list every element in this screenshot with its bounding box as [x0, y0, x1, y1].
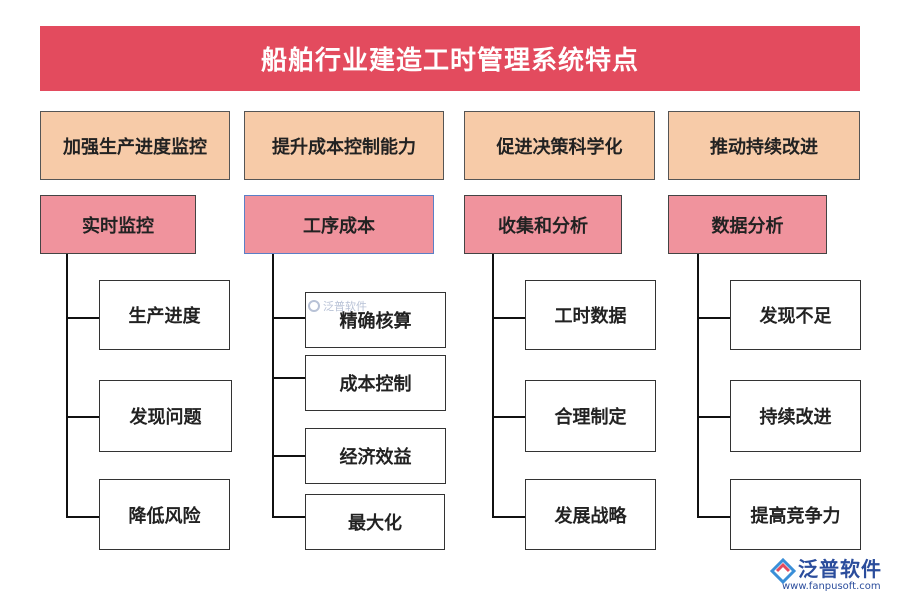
watermark: 泛普软件 — [308, 298, 367, 314]
sub-heading-1: 实时监控 — [40, 195, 196, 254]
connector-branch — [492, 516, 525, 518]
connector-branch — [272, 516, 305, 518]
feature-box-2: 提升成本控制能力 — [244, 111, 444, 180]
item-box: 最大化 — [305, 494, 445, 550]
feature-box-1: 加强生产进度监控 — [40, 111, 230, 180]
item-box: 发展战略 — [525, 479, 656, 550]
feature-box-4: 推动持续改进 — [668, 111, 860, 180]
item-box: 工时数据 — [525, 280, 656, 350]
item-box: 降低风险 — [99, 479, 230, 550]
connector-trunk-4 — [697, 254, 699, 518]
diagram-title: 船舶行业建造工时管理系统特点 — [40, 26, 860, 91]
sub-heading-4: 数据分析 — [668, 195, 827, 254]
connector-branch — [697, 317, 730, 319]
item-box: 发现问题 — [99, 380, 232, 452]
item-box: 生产进度 — [99, 280, 230, 350]
item-box: 精确核算 — [305, 292, 446, 348]
item-box: 合理制定 — [525, 380, 656, 452]
feature-box-3: 促进决策科学化 — [464, 111, 655, 180]
item-box: 持续改进 — [730, 380, 861, 452]
connector-branch — [272, 455, 305, 457]
item-box: 发现不足 — [730, 280, 861, 350]
connector-branch — [66, 516, 99, 518]
connector-trunk-2 — [272, 254, 274, 518]
connector-branch — [272, 377, 305, 379]
connector-branch — [492, 317, 525, 319]
sub-heading-2: 工序成本 — [244, 195, 434, 254]
logo-badge-icon — [769, 557, 797, 585]
connector-branch — [492, 416, 525, 418]
item-box: 经济效益 — [305, 428, 446, 484]
logo-name: 泛普软件 — [798, 557, 882, 581]
logo-url: www.fanpusoft.com — [782, 581, 881, 592]
connector-branch — [66, 416, 99, 418]
connector-trunk-1 — [66, 254, 68, 518]
item-box: 成本控制 — [305, 355, 446, 411]
connector-branch — [66, 317, 99, 319]
connector-branch — [697, 416, 730, 418]
item-box: 提高竞争力 — [730, 479, 861, 550]
connector-trunk-3 — [492, 254, 494, 518]
sub-heading-3: 收集和分析 — [464, 195, 622, 254]
company-logo: 泛普软件 www.fanpusoft.com — [768, 553, 898, 598]
watermark-logo-icon — [308, 300, 320, 312]
connector-branch — [272, 317, 305, 319]
connector-branch — [697, 516, 730, 518]
